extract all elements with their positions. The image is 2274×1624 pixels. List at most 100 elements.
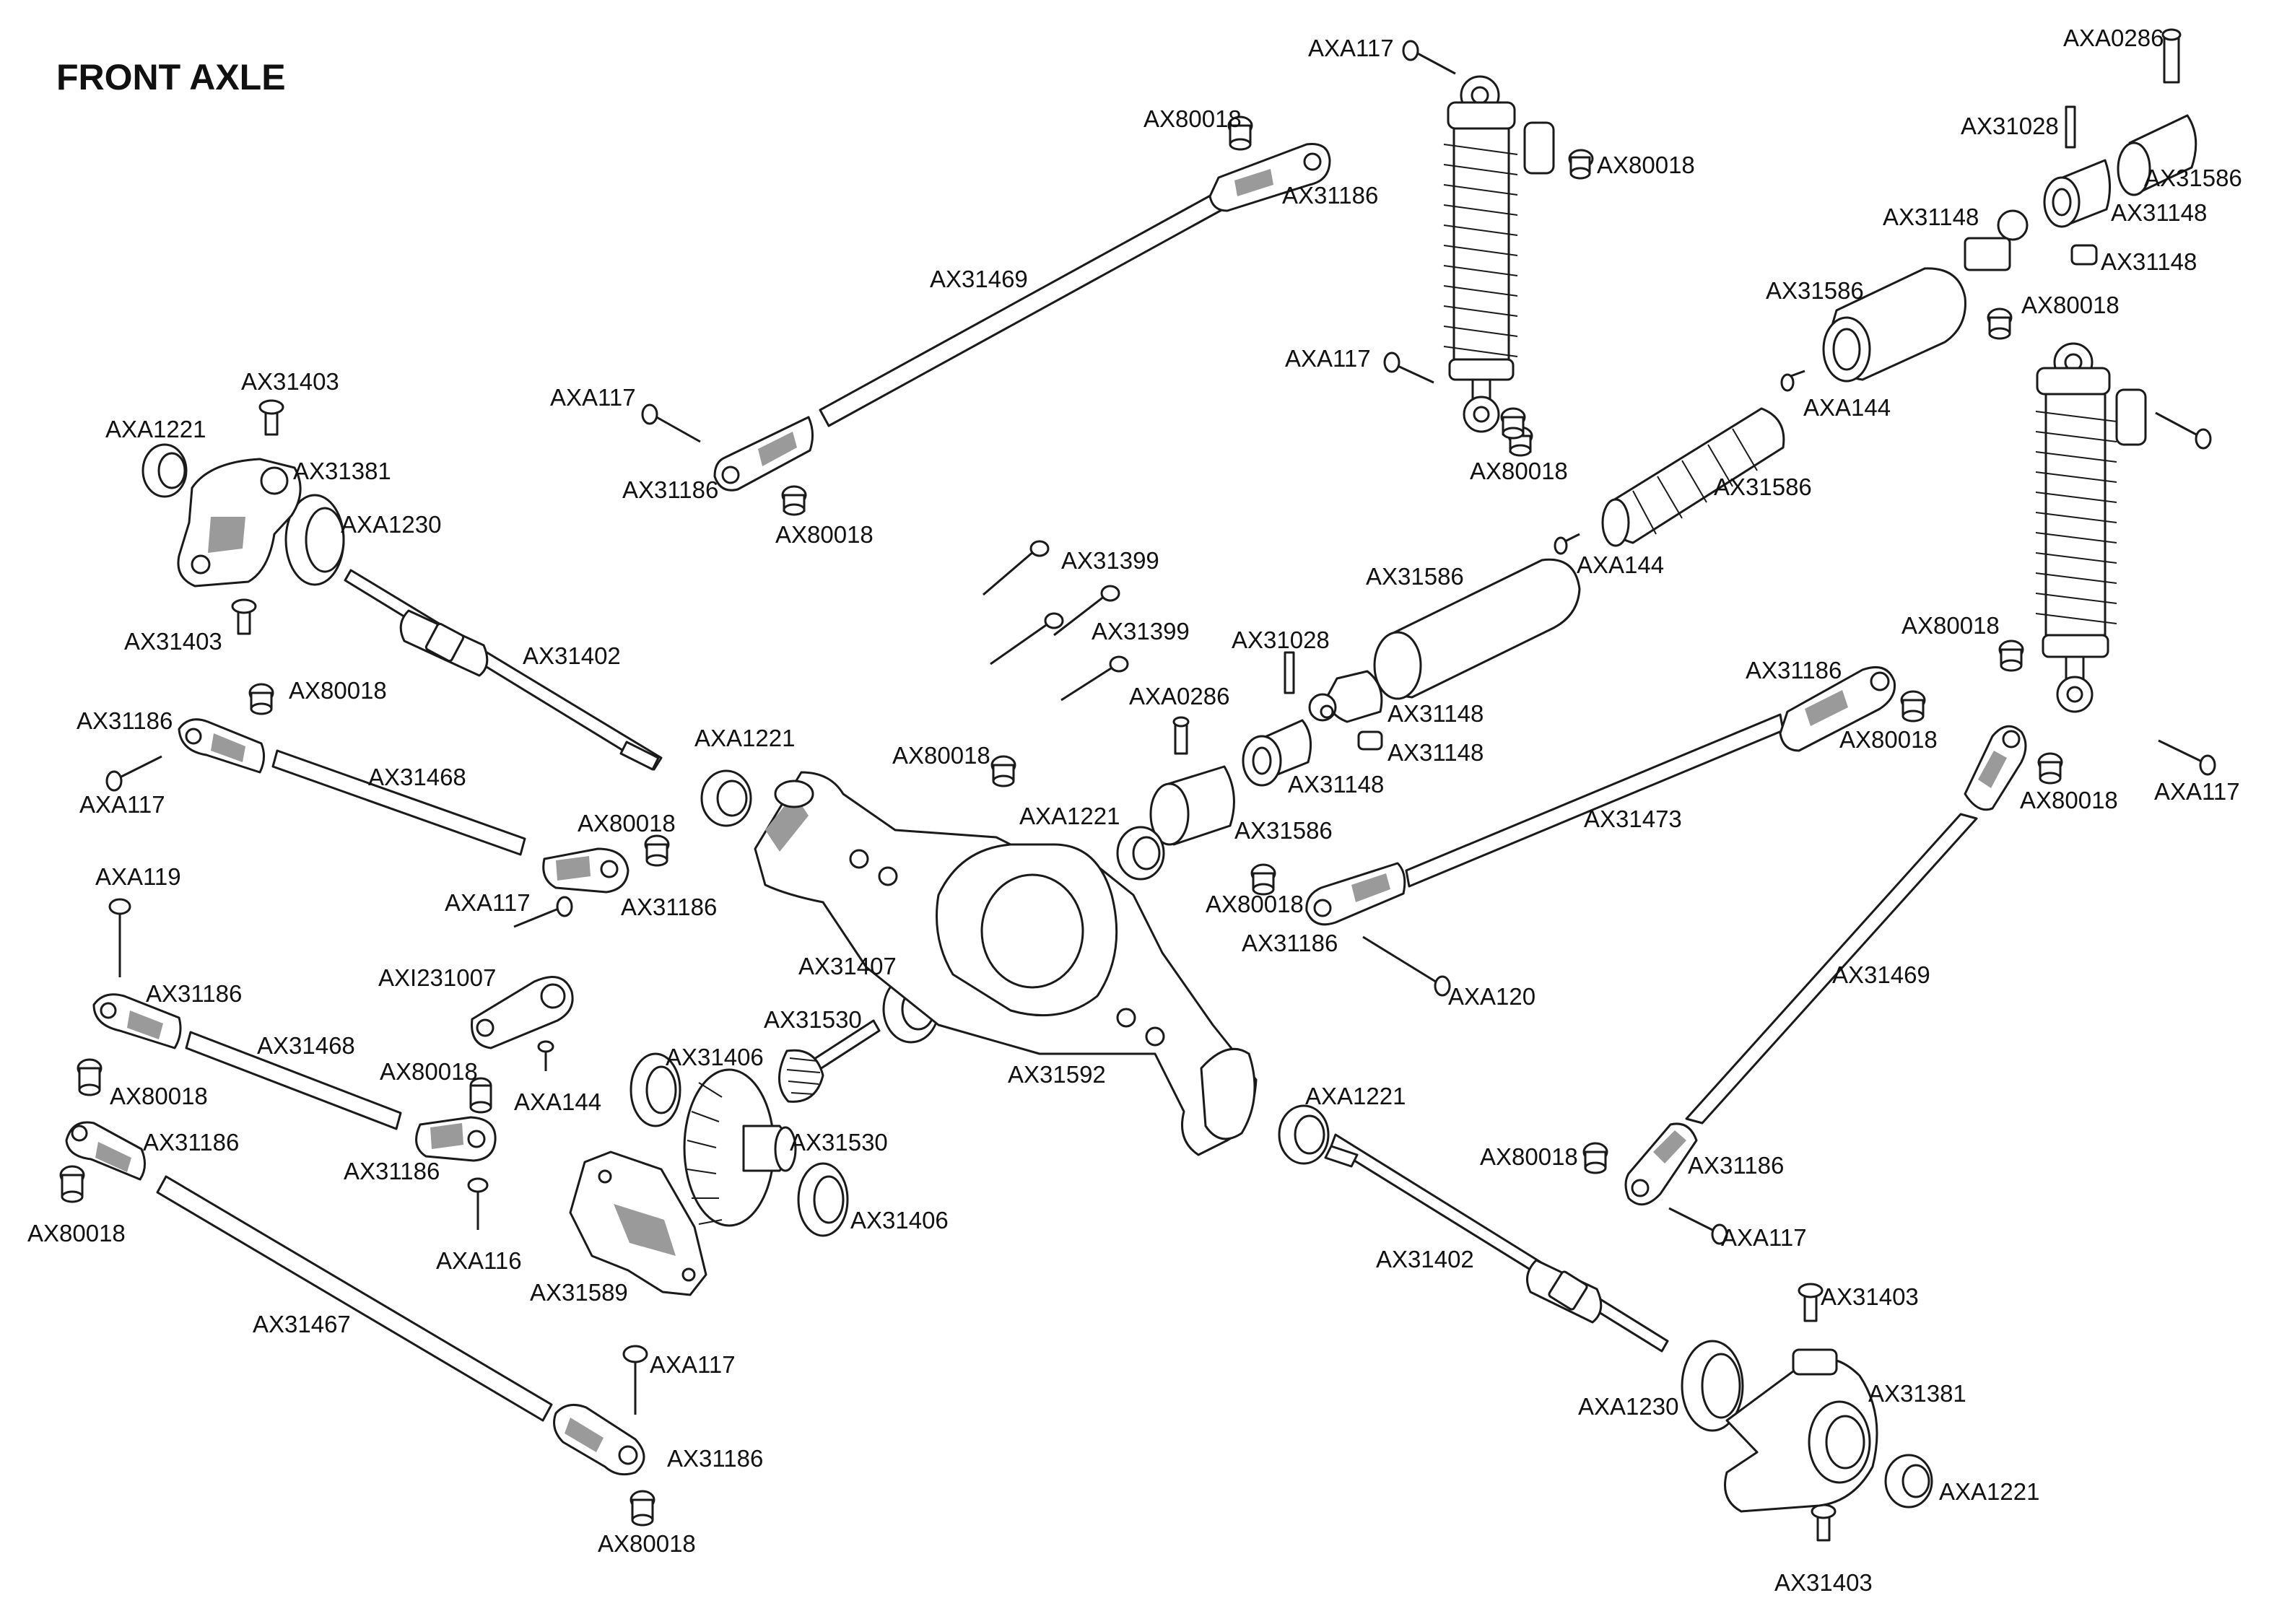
ball-stud-ax80018-12 [1250,863,1276,896]
bearing-axa1221-3 [1116,826,1165,881]
part-label: AX80018 [380,1058,478,1085]
part-label: AXA120 [1448,983,1535,1010]
part-label: AX31402 [1376,1246,1474,1272]
rod-end-ax31186-12 [1624,1122,1698,1206]
set-screw-axa0286-1 [2161,28,2182,84]
part-label: AX31186 [1282,182,1378,209]
part-label: AXA144 [1803,394,1891,421]
ball-stud-ax80018-2 [1568,149,1594,180]
part-label: AX31148 [2111,199,2207,226]
part-label: AX31402 [523,642,621,669]
part-label: AXA144 [514,1088,601,1115]
screw-ax31403-4 [1811,1503,1837,1542]
part-label: AX31407 [798,953,897,979]
ball-stud-ax80018-4 [1507,426,1533,457]
part-label: AX31586 [2144,165,2242,191]
part-label: AXA117 [1285,345,1371,372]
part-label: AXA117 [1721,1224,1807,1251]
part-label: AX31473 [1584,806,1682,832]
part-label: AX31467 [253,1311,351,1337]
screw-ax31399-4 [1060,655,1129,702]
bearing-ax31406-1 [630,1052,681,1127]
part-label: AX80018 [1901,612,2000,639]
part-label: AX80018 [598,1530,696,1557]
part-label: AXA117 [650,1351,736,1378]
rod-end-ax31186-9 [1779,666,1896,752]
shock-absorber-lower [2035,342,2147,713]
rod-end-ax31186-10 [1305,862,1406,926]
part-label: AXA1221 [1939,1478,2039,1505]
coupler-ax31148-3 [1242,719,1312,787]
spline-ax31586-2 [1601,407,1785,547]
rod-end-ax31186-4 [542,847,630,894]
tube-ax31586-3 [1373,558,1581,700]
part-label: AX80018 [578,810,676,837]
part-label: AXA117 [445,889,531,916]
part-label: AX31028 [1961,113,2059,139]
ball-stud-ax80018-5 [1987,307,2013,340]
ball-stud-ax80018-3 [781,485,807,516]
rod-end-ax31186-6 [415,1116,497,1162]
rod-end-ax31186-1 [1208,142,1331,212]
ball-stud-ax80018-11 [990,755,1016,787]
ball-stud-ax80018-15 [59,1165,85,1203]
part-label: AX31586 [1714,473,1812,500]
part-label: AX31468 [257,1032,355,1059]
rod-end-ax31186-5 [92,993,182,1049]
rod-end-ax31186-11 [1964,725,2027,811]
yoke-ax31148-top [2043,159,2112,228]
part-label: AX31403 [241,368,339,395]
part-label: AX31381 [293,458,391,484]
part-label: AXA144 [1577,551,1664,578]
link-rod-ax31467 [156,1175,553,1422]
screw-axa117-right-2 [2158,739,2216,776]
part-label: AXA0286 [1129,683,1229,710]
rod-end-ax31186-7 [65,1121,146,1181]
diff-cover-ax31589 [569,1151,707,1296]
ball-stud-ax80018-14 [77,1058,103,1096]
steering-knuckle-ax31381-left [177,458,302,588]
part-label: AX31530 [764,1006,862,1033]
part-label: AX31186 [1688,1152,1784,1179]
bearing-axa1221-5 [1884,1454,1933,1509]
part-label: AXA1230 [341,511,441,538]
part-label: AXA117 [79,791,165,818]
ball-stud-ax80018-13 [1582,1142,1608,1174]
part-label: AX31468 [368,764,466,790]
part-label: AX31586 [1234,817,1333,844]
screw-axa117-right-1 [2155,411,2212,450]
ball-stud-ax80018-6 [1998,639,2024,672]
shock-absorber-upper [1443,75,1555,433]
part-label: AX31148 [1388,700,1484,727]
part-label: AX31589 [530,1279,628,1306]
part-label: AXA1230 [1578,1393,1678,1420]
drive-cup-ax31586-top [2117,114,2197,196]
link-rod-ax31468-upper [271,749,526,856]
part-label: AX31028 [1232,627,1330,653]
axle-shaft-ax31402-right [1324,1133,1669,1353]
rod-end-ax31186-2 [713,416,814,492]
part-label: AX31586 [1766,277,1864,304]
ball-stud-ax80018-7 [1900,690,1926,722]
part-label: AXA1221 [1019,803,1120,829]
axle-shaft-ax31402-left [344,569,663,771]
part-label: AX80018 [1839,726,1938,753]
bearing-axa1230-1 [284,494,345,586]
screw-axa117-upper-link [641,403,701,443]
screw-axa117-shock [1383,352,1434,384]
screw-axa144-1 [1780,370,1805,392]
ball-stud-ax80018-9 [248,683,274,715]
screw-ax31403-1 [258,399,284,436]
part-labels: AXA0286 AXA117 AX80018 AX31186 AX80018 A… [27,25,2242,1596]
part-label: AX31186 [1242,930,1338,956]
set-screw-axa0286-2 [1172,716,1190,755]
part-label: AX80018 [2021,292,2120,318]
part-label: AXA0286 [2063,25,2164,51]
link-rod-ax31468-lower [185,1031,402,1130]
screw-axa116 [467,1177,489,1230]
part-label: AX80018 [27,1220,126,1247]
part-label: AXA1221 [105,416,206,442]
ball-stud-ax80018-10 [644,834,670,867]
part-label: AXA117 [2154,778,2240,805]
